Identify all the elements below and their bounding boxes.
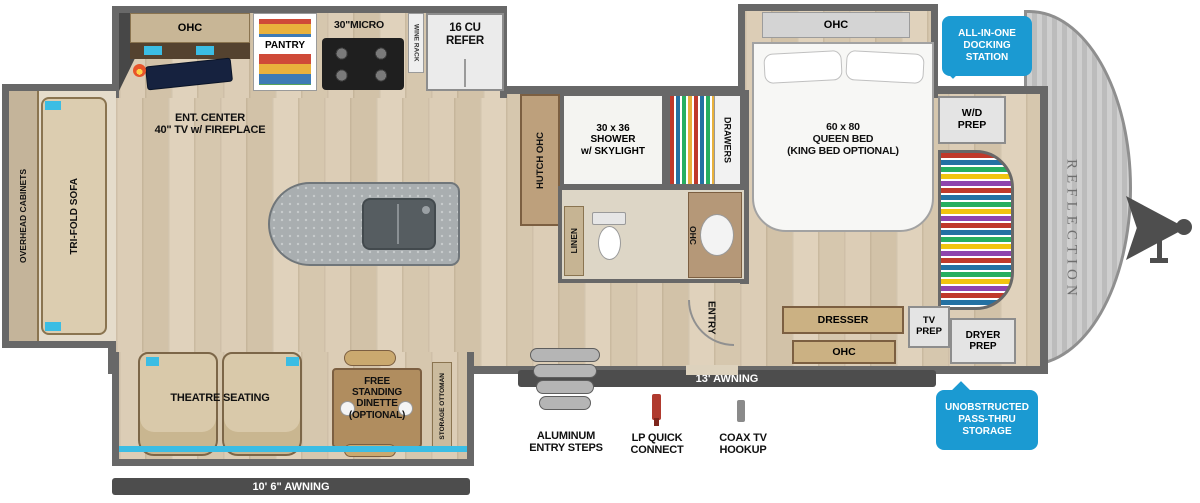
- island-sink: [362, 198, 436, 250]
- shower-room: 30 x 36 SHOWER w/ SKYLIGHT: [560, 92, 666, 188]
- entry-step: [536, 380, 594, 394]
- ent-center-label: ENT. CENTER 40" TV w/ FIREPLACE: [154, 112, 266, 137]
- dresser-label: DRESSER: [817, 314, 869, 326]
- trifold-sofa-label: TRI-FOLD SOFA: [68, 177, 80, 255]
- docking-station-callout: ALL-IN-ONE DOCKING STATION: [942, 16, 1032, 76]
- entry-wall-gap: [686, 365, 738, 375]
- pillow: [845, 49, 925, 85]
- storage-ottoman: STORAGE OTTOMAN: [432, 362, 452, 450]
- awning-13ft: 13' AWNING: [518, 370, 936, 387]
- pantry-label: PANTRY: [265, 40, 305, 51]
- refrigerator: 16 CU REFER: [426, 13, 504, 91]
- lp-connect-icon-tip: [654, 418, 659, 426]
- wd-prep: W/D PREP: [938, 96, 1006, 144]
- dinette-chair: [344, 350, 396, 366]
- trifold-sofa: TRI-FOLD SOFA: [41, 97, 107, 335]
- awning-rear: 10' 6" AWNING: [112, 478, 470, 495]
- bath-ohc-label: OHC: [688, 225, 698, 245]
- entry-step: [530, 348, 600, 362]
- toilet-bowl: [598, 226, 621, 260]
- slide-accent-strip: [119, 446, 467, 452]
- drawers-label: DRAWERS: [722, 116, 733, 163]
- cabinet-glass-accent: [196, 46, 214, 55]
- entry-step: [539, 396, 591, 410]
- micro-label: 30"MICRO: [333, 19, 385, 31]
- tv-prep-label: TV PREP: [916, 315, 942, 337]
- queen-bed-label: 60 x 80 QUEEN BED (KING BED OPTIONAL): [787, 121, 899, 157]
- refer-label: 16 CU REFER: [446, 22, 484, 47]
- shower-label: 30 x 36 SHOWER w/ SKYLIGHT: [581, 122, 645, 157]
- sofa-accent: [45, 101, 61, 110]
- cabinet-glass-accent: [144, 46, 162, 55]
- entry-step: [533, 364, 597, 378]
- sofa-accent: [45, 322, 61, 331]
- tongue-jack-foot: [1150, 258, 1168, 263]
- pillow: [763, 49, 843, 85]
- dresser: DRESSER: [782, 306, 904, 334]
- wd-prep-label: W/D PREP: [957, 107, 987, 131]
- plate: [398, 401, 413, 416]
- seat-pillow-accent: [146, 357, 159, 366]
- brand-label: REFLECTION: [1063, 159, 1080, 301]
- lp-label: LP QUICK CONNECT: [630, 432, 684, 457]
- dryer-prep-label: DRYER PREP: [965, 329, 1001, 352]
- drawers-unit: DRAWERS: [714, 96, 740, 184]
- passthru-storage-label: UNOBSTRUCTED PASS-THRU STORAGE: [945, 402, 1029, 437]
- awning-rear-label: 10' 6" AWNING: [252, 480, 330, 493]
- fireplace-flame-icon: [133, 64, 146, 77]
- tongue-jack: [1157, 240, 1162, 260]
- theatre-seating-label: THEATRE SEATING: [170, 392, 270, 404]
- bedroom-lower-ohc-label: OHC: [832, 346, 856, 358]
- seat-pillow-accent: [286, 357, 299, 366]
- sink-divider: [397, 204, 399, 244]
- toilet-tank: [592, 212, 626, 225]
- lp-connect-icon: [652, 394, 661, 420]
- dryer-prep: DRYER PREP: [950, 318, 1016, 364]
- kitchen-ohc-cabinet: OHC: [130, 13, 250, 43]
- bath-ohc: OHC: [686, 212, 700, 258]
- wine-rack: WINE RACK: [408, 13, 424, 73]
- bedroom-ohc-cabinet: OHC: [762, 12, 910, 38]
- kitchen-ohc-label: OHC: [177, 22, 203, 34]
- bath-sink: [700, 214, 734, 256]
- hitch-coupler: [1176, 219, 1192, 235]
- entry-area: ENTRY: [702, 290, 720, 346]
- theatre-seat: [138, 352, 218, 456]
- docking-station-label: ALL-IN-ONE DOCKING STATION: [958, 28, 1016, 63]
- hutch-label: HUTCH OHC: [534, 131, 546, 189]
- awning-13ft-label: 13' AWNING: [695, 372, 759, 385]
- hutch-cabinet: HUTCH OHC: [520, 94, 560, 226]
- linen-label: LINEN: [569, 228, 579, 254]
- dinette-table: [332, 368, 422, 448]
- dinette-label: FREE STANDING DINETTE (OPTIONAL): [348, 376, 406, 421]
- entry-label: ENTRY: [705, 301, 717, 335]
- bedroom-ohc-label: OHC: [823, 19, 849, 31]
- coax-label: COAX TV HOOKUP: [719, 432, 767, 457]
- wine-rack-label: WINE RACK: [412, 24, 420, 62]
- refer-door-divider: [464, 59, 466, 87]
- steps-label: ALUMINUM ENTRY STEPS: [529, 430, 603, 455]
- brand-text: REFLECTION: [1054, 128, 1088, 332]
- overhead-cabinets-strip: OVERHEAD CABINETS: [9, 91, 39, 341]
- storage-ottoman-label: STORAGE OTTOMAN: [438, 372, 446, 440]
- bedroom-lower-ohc: OHC: [792, 340, 896, 364]
- linen-closet: LINEN: [564, 206, 584, 276]
- plate: [340, 401, 355, 416]
- theatre-seat: [222, 352, 302, 456]
- sink-faucet: [422, 206, 430, 214]
- tv-prep: TV PREP: [908, 306, 950, 348]
- passthru-storage-callout: UNOBSTRUCTED PASS-THRU STORAGE: [936, 390, 1038, 450]
- pantry-label-band: PANTRY: [255, 37, 315, 54]
- hanging-wardrobe: [938, 150, 1014, 310]
- coax-hookup-icon: [737, 400, 745, 422]
- cooktop-range: [322, 38, 404, 90]
- overhead-cabinets-label: OVERHEAD CABINETS: [18, 169, 28, 263]
